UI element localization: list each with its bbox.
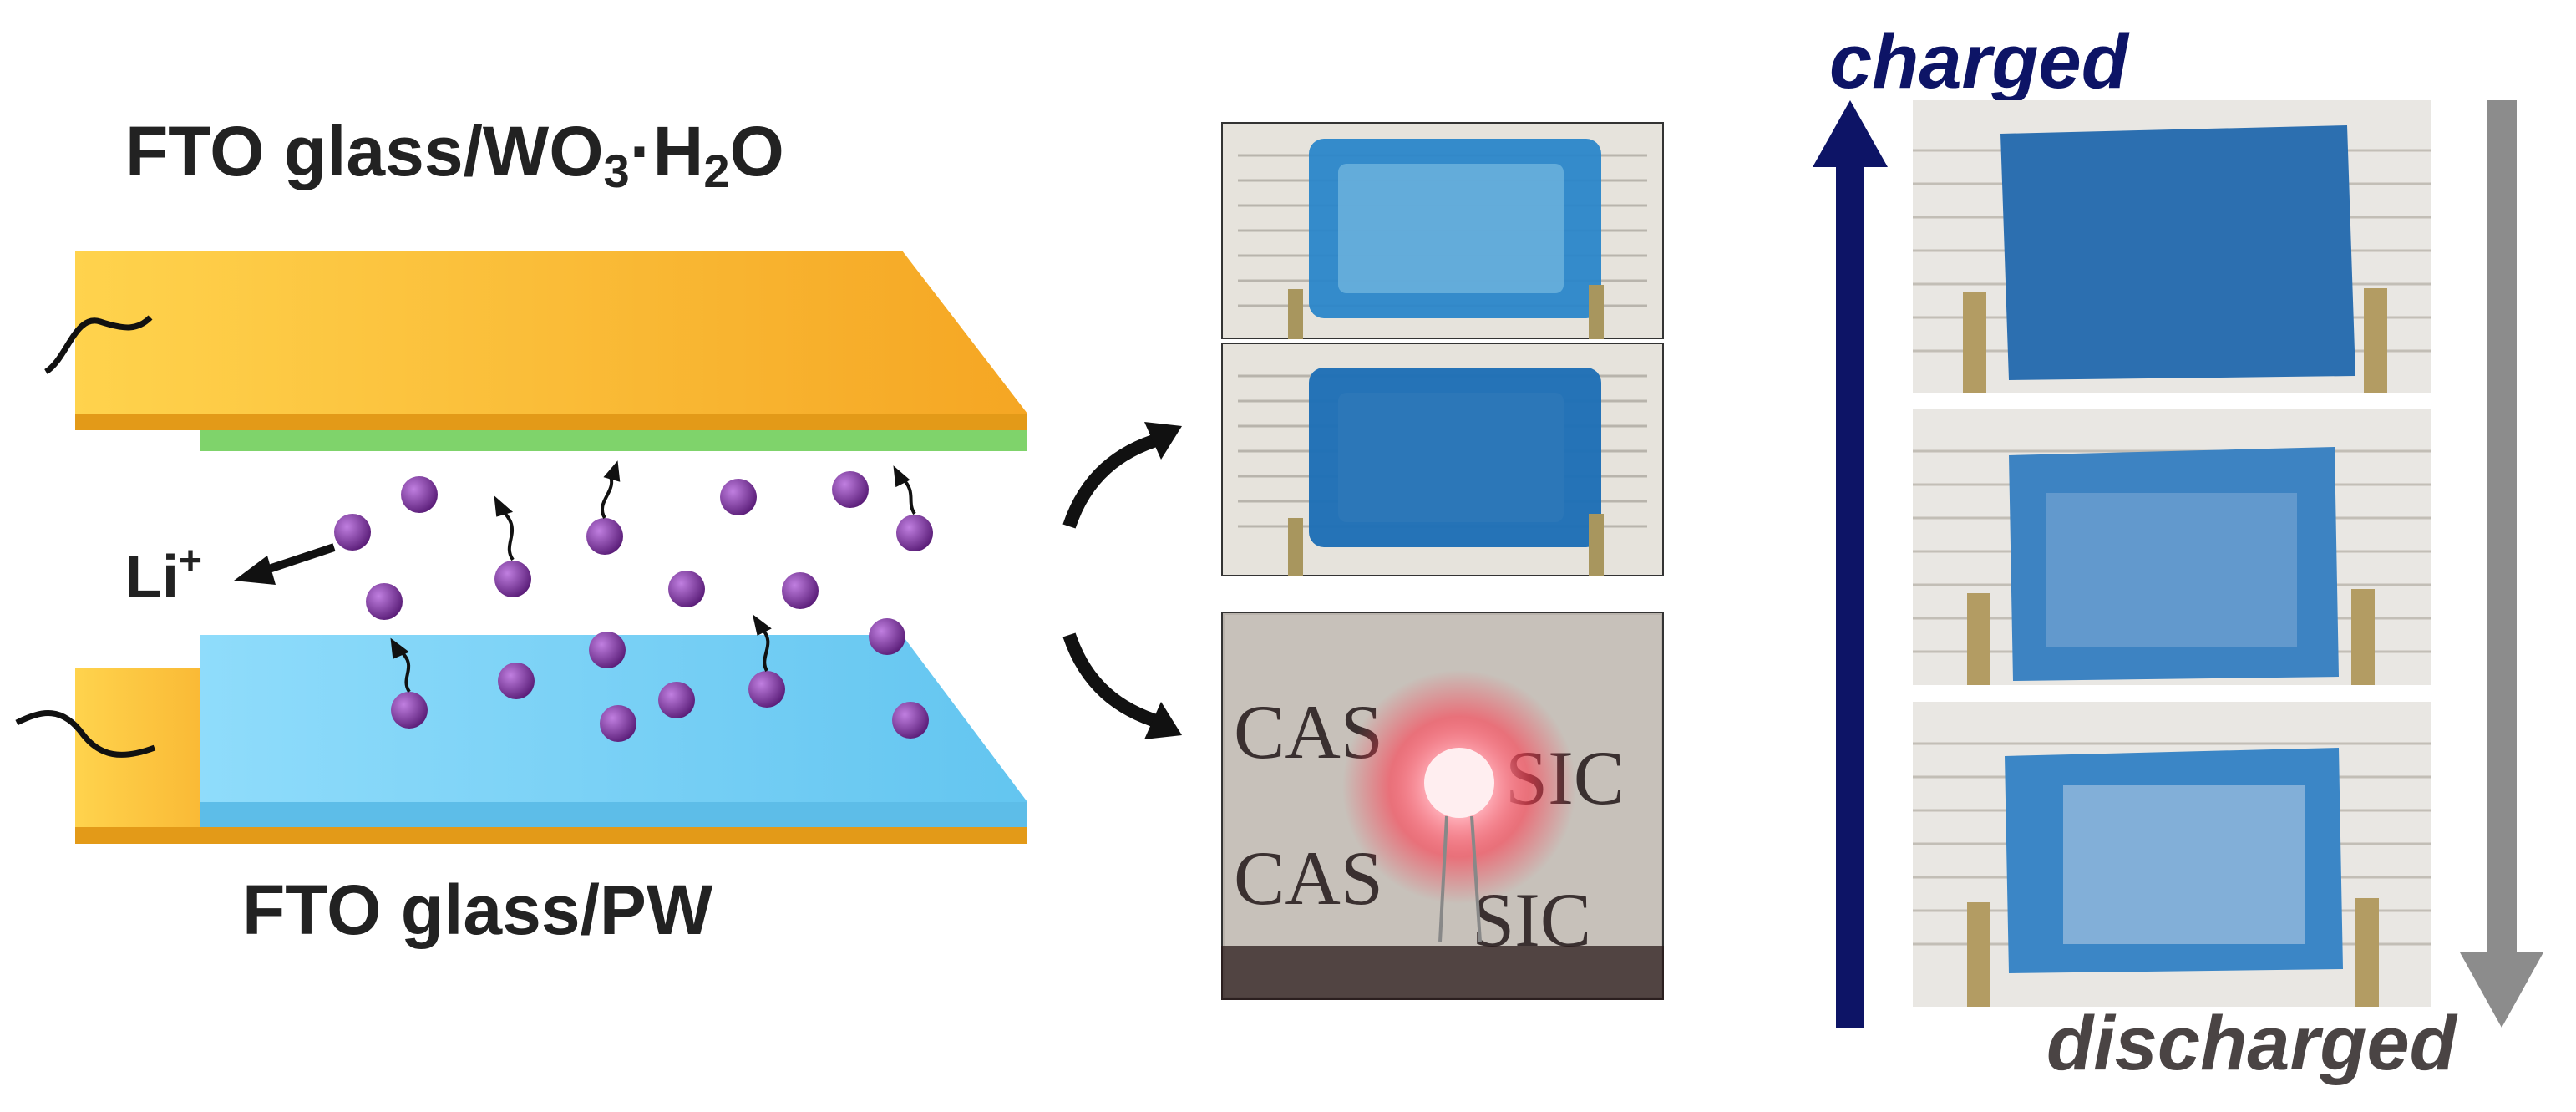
device-photo-2 — [1221, 343, 1664, 576]
ion-label: Li+ — [125, 539, 202, 611]
li-ion — [896, 515, 933, 551]
bottom-electrode-label: FTO glass/PW — [242, 871, 713, 949]
arrowhead-down — [1144, 702, 1182, 739]
wo3-layer — [200, 430, 1027, 451]
led-bulb — [1424, 748, 1494, 818]
li-ion — [600, 705, 636, 742]
li-ion — [401, 476, 438, 513]
li-ion — [748, 671, 785, 708]
ion-direction-arrow — [234, 543, 336, 585]
arrowhead-up — [1144, 422, 1182, 460]
bottom-electrode-plate — [75, 635, 1027, 844]
charged-label-wrap: charged — [1829, 19, 2130, 104]
photo-text-cas-2: CAS — [1234, 835, 1383, 921]
ion-motion-arrows — [390, 460, 916, 693]
curved-arrow-down — [1062, 632, 1164, 729]
discharged-label-wrap: discharged — [2046, 1001, 2458, 1086]
discharged-label: discharged — [2046, 1001, 2458, 1086]
li-ion — [494, 561, 531, 597]
bottom-wire — [15, 710, 156, 758]
li-ion — [366, 583, 403, 620]
discharged-arrow — [2460, 100, 2543, 1028]
li-ion — [334, 514, 371, 551]
li-ion — [498, 663, 535, 699]
li-ion — [589, 632, 626, 668]
li-ion — [892, 702, 929, 739]
top-electrode-label: FTO glass/WO3·H2O — [125, 112, 784, 197]
top-electrode-plate — [75, 251, 1027, 451]
state-photo-charged — [1913, 100, 2431, 393]
li-ion — [720, 479, 757, 515]
li-ion — [869, 618, 905, 655]
top-wire — [43, 315, 153, 374]
device-schematic: FTO glass/WO3·H2O FTO glass/PW Li+ — [15, 112, 1027, 949]
led-photo: CAS SIC CAS SIC — [1221, 612, 1664, 1000]
li-ion — [668, 571, 705, 607]
state-photo-discharged — [1913, 702, 2431, 1007]
li-ion — [586, 518, 623, 555]
li-ion — [391, 692, 428, 729]
curved-arrows — [1062, 422, 1182, 739]
lithium-ions — [334, 471, 933, 742]
li-ion — [658, 682, 695, 718]
li-ion — [782, 572, 819, 609]
charged-label: charged — [1829, 19, 2130, 104]
charge-state-photos — [1913, 100, 2431, 1007]
state-photo-partial — [1913, 409, 2431, 685]
charged-arrow — [1813, 100, 1888, 1028]
curved-arrow-up — [1062, 432, 1164, 529]
li-ion — [832, 471, 869, 508]
device-photo-1 — [1221, 122, 1664, 339]
